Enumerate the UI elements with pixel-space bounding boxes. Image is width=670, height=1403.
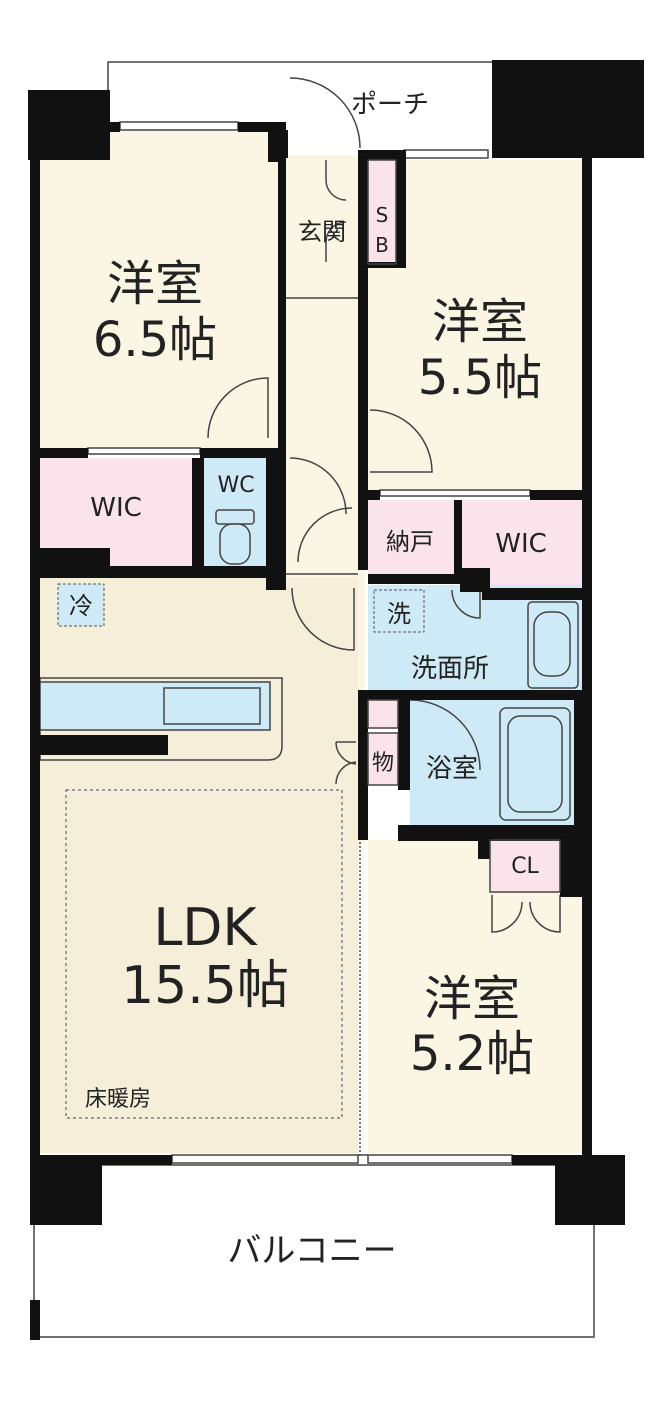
door-mono [335,741,357,785]
storage-label: 納戸 [386,528,434,556]
washroom-label: 洗面所 [411,654,489,684]
window-ldk [171,1154,359,1164]
door-hall-ldk [297,507,353,563]
floor-heating-label: 床暖房 [85,1087,151,1112]
western-room-br-name: 洋室 [424,971,520,1027]
small-boxes [367,159,561,893]
fridge-area [57,583,105,627]
western-room-tl-floor [40,130,278,448]
sb-floor [368,160,396,264]
door-closet-left [491,895,523,933]
door-porch [289,77,361,149]
wic-right-label: WIC [495,529,547,559]
mono-floor [368,733,398,785]
door-ldk [291,587,355,651]
door-swings [207,77,561,933]
window-wic-l [87,447,201,455]
sink [163,687,261,725]
ldk-name: LDK [153,898,258,958]
mono-label: 物 [372,751,394,776]
door-wc [289,457,347,515]
window-wic-r [379,489,531,497]
bathroom-label: 浴室 [426,754,478,784]
window-tr [403,149,489,159]
column-tl [28,90,110,160]
storage-floor [368,500,454,574]
western-room-tl-size: 6.5帖 [93,312,217,368]
door-entrance-closet [325,160,347,201]
small-pink-floor [368,700,398,728]
entrance-label: 玄関 [298,218,346,246]
toilet-bowl [219,523,251,565]
western-room-tr-size: 5.5帖 [418,350,542,406]
sb-label-s: S [376,203,389,227]
washbasin-bowl [533,611,571,677]
window-tl [119,121,239,131]
fixtures [215,509,579,821]
room-labels: 洋室 6.5帖 洋室 5.5帖 LDK 15.5帖 洋室 5.2帖 ポーチ 玄関… [69,90,547,1271]
door-entrance-closet-2 [325,221,347,262]
porch-label: ポーチ [351,90,429,120]
bathtub-inner [507,715,563,813]
column-tr [492,60,644,158]
door-closet-right [529,895,561,933]
door-western-tl [207,377,269,439]
column-bl [30,1155,102,1225]
window-br [367,1154,513,1164]
walls [28,60,644,1340]
western-room-tl-name: 洋室 [107,256,203,312]
fridge-label: 冷 [69,592,93,620]
closet-floor [490,840,560,892]
sb-label-b: B [375,233,389,257]
wic-left-label: WIC [90,493,142,523]
western-room-br-size: 5.2帖 [410,1026,534,1082]
balcony-label: バルコニー [227,1231,396,1271]
ldk-size: 15.5帖 [121,956,289,1016]
closet-label: CL [511,854,539,879]
interior-partitions [285,297,368,1156]
column-br [555,1155,625,1225]
ldk-floor [40,578,358,1153]
western-room-tr-name: 洋室 [432,294,528,350]
door-bath [409,699,481,771]
floor-heating-area [65,789,343,1119]
washer-area [373,589,425,633]
washer-label: 洗 [387,600,411,628]
door-washroom [451,589,481,619]
wc-label: WC [217,473,254,498]
door-western-tr [369,409,433,473]
floor-fills [40,130,582,1153]
toilet-tank [215,509,255,525]
porch-outline [107,61,494,115]
balcony-outline [33,1164,595,1338]
